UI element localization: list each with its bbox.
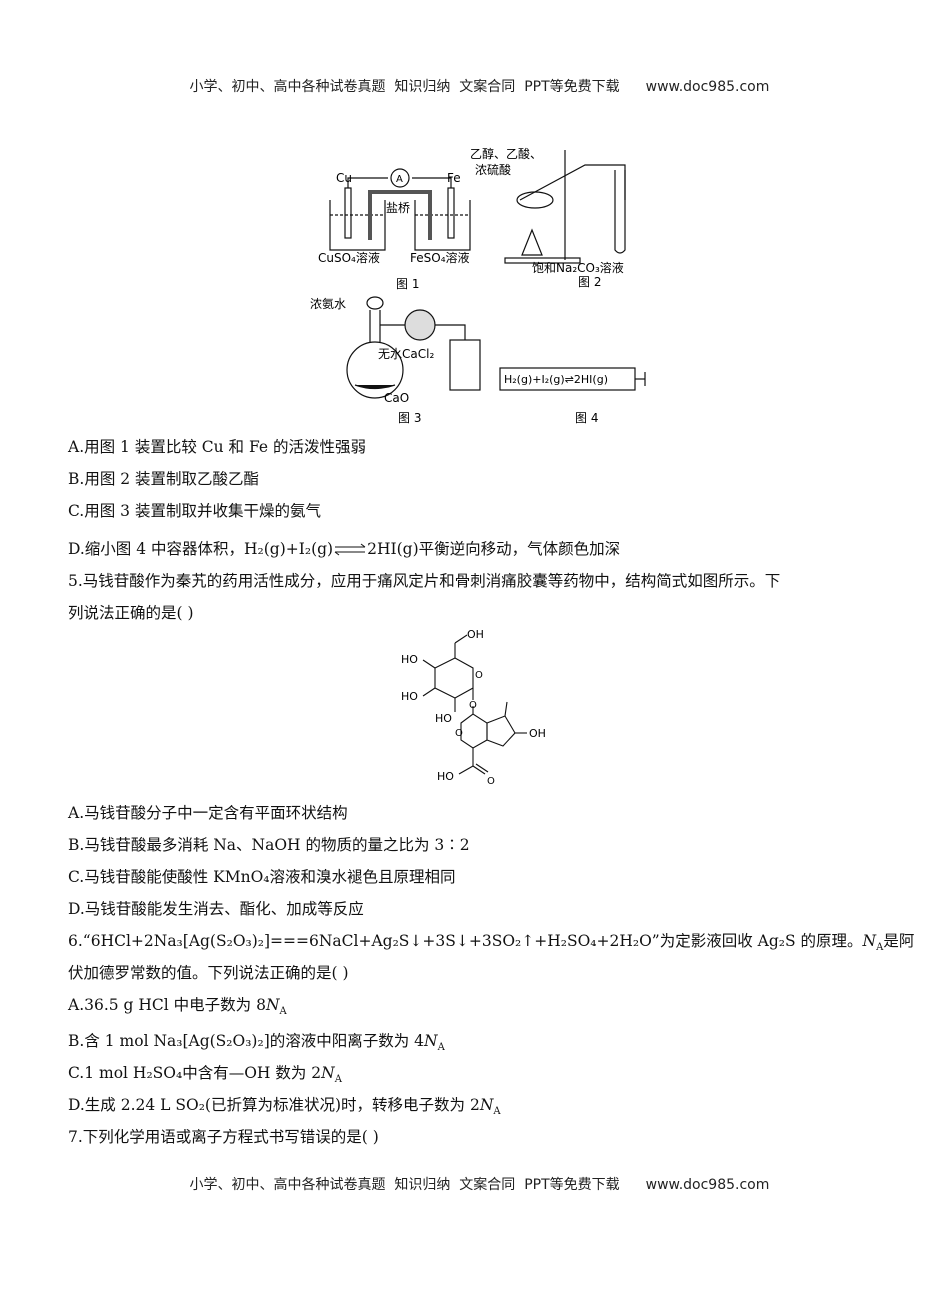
fig1-salt-bridge-label: 盐桥: [386, 201, 410, 215]
q6-b-text: B.含 1 mol Na₃[Ag(S₂O₃)₂]的溶液中阳离子数为 4: [68, 1032, 425, 1050]
dropping-funnel: [366, 296, 384, 310]
fig3-caption: 图 3: [398, 411, 421, 425]
round-flask: [346, 341, 404, 399]
equilibrium-arrow-icon: [334, 543, 366, 556]
reaction-tube: [516, 191, 554, 209]
fig1-right-solution: FeSO₄溶液: [410, 250, 470, 265]
cu-electrode: [344, 187, 352, 239]
pyran-ring: [460, 713, 488, 749]
na-subscript: A: [279, 1006, 287, 1018]
q6-na-sub: A: [876, 942, 884, 954]
na-subscript: A: [437, 1042, 445, 1054]
delivery-tube: [519, 164, 626, 201]
fig3-solid: CaO: [384, 391, 409, 405]
q6-option-b: B.含 1 mol Na₃[Ag(S₂O₃)₂]的溶液中阳离子数为 4NA: [68, 1030, 888, 1059]
struct-o-link: O: [469, 700, 477, 711]
page-header: 小学、初中、高中各种试卷真题 知识归纳 文案合同 PPT等免费下载 www.doc…: [0, 60, 950, 96]
figure-2: [504, 150, 626, 264]
struct-oh-top: OH: [467, 628, 484, 641]
fig2-receiver: 饱和Na₂CO₃溶液: [532, 260, 624, 275]
collection-bottle: [449, 339, 481, 391]
struct-o-carbonyl: O: [487, 776, 495, 787]
salt-bridge: [368, 190, 432, 240]
fig4-equation: H₂(g)+I₂(g)⇌2HI(g): [504, 373, 608, 386]
q4-option-c: C.用图 3 装置制取并收集干燥的氨气: [68, 502, 321, 520]
header-text: 小学、初中、高中各种试卷真题 知识归纳 文案合同 PPT等免费下载: [189, 79, 620, 95]
fe-electrode: [447, 187, 455, 239]
fig2-caption: 图 2: [578, 275, 601, 289]
fig3-drier: 无水CaCl₂: [378, 347, 434, 361]
q5-option-d: D.马钱苷酸能发生消去、酯化、加成等反应: [68, 900, 364, 918]
q6-option-d: D.生成 2.24 L SO₂(已折算为标准状况)时，转移电子数为 2NA: [68, 1094, 888, 1123]
na-symbol: N: [424, 1032, 438, 1050]
q4-d-post: 2HI(g)平衡逆向移动，气体颜色加深: [367, 540, 621, 558]
na-subscript: A: [334, 1074, 342, 1086]
figure-3: [346, 296, 481, 399]
fig1-left-solution: CuSO₄溶液: [318, 250, 380, 265]
na-symbol: N: [321, 1064, 335, 1082]
q7-stem: 7.下列化学用语或离子方程式书写错误的是( ): [68, 1128, 379, 1146]
q6-stem-2: 伏加德罗常数的值。下列说法正确的是( ): [68, 964, 349, 982]
q5-option-b: B.马钱苷酸最多消耗 Na、NaOH 的物质的量之比为 3∶2: [68, 836, 470, 854]
struct-ho-1: HO: [401, 653, 418, 666]
figure-4: [499, 367, 646, 391]
left-beaker: [329, 200, 386, 251]
footer-site: www.doc985.com: [645, 1177, 770, 1193]
q6-a-text: A.36.5 g HCl 中电子数为 8: [68, 996, 266, 1014]
struct-o-ring2: O: [455, 728, 463, 739]
footer-text: 小学、初中、高中各种试卷真题 知识归纳 文案合同 PPT等免费下载: [189, 1177, 620, 1193]
fig1-caption: 图 1: [396, 277, 419, 291]
fig1-ammeter-label: A: [396, 174, 403, 185]
q6-stem-1-pre: 6.“6HCl+2Na₃[Ag(S₂O₃)₂]===6NaCl+Ag₂S↓+3S…: [68, 932, 863, 950]
fig4-caption: 图 4: [575, 411, 598, 425]
q4-option-b: B.用图 2 装置制取乙酸乙酯: [68, 470, 260, 488]
sugar-ring: [434, 657, 474, 699]
q6-c-text: C.1 mol H₂SO₄中含有—OH 数为 2: [68, 1064, 322, 1082]
struct-ho-3: HO: [435, 712, 452, 725]
fig3-ammonia: 浓氨水: [310, 297, 346, 311]
header-site: www.doc985.com: [645, 79, 770, 95]
q5-option-c: C.马钱苷酸能使酸性 KMnO₄溶液和溴水褪色且原理相同: [68, 868, 456, 886]
struct-ho-acid: HO: [437, 770, 454, 783]
q6-stem-1: 6.“6HCl+2Na₃[Ag(S₂O₃)₂]===6NaCl+Ag₂S↓+3S…: [68, 930, 914, 959]
right-beaker: [414, 200, 471, 251]
na-subscript: A: [493, 1106, 501, 1118]
na-symbol: N: [265, 996, 280, 1014]
q5-option-a: A.马钱苷酸分子中一定含有平面环状结构: [68, 804, 348, 822]
q6-option-c: C.1 mol H₂SO₄中含有—OH 数为 2NA: [68, 1062, 888, 1091]
struct-oh-right: OH: [529, 727, 546, 740]
figure-1: [329, 168, 471, 251]
alcohol-lamp: [521, 228, 543, 256]
fig2-reagents-2: 浓硫酸: [475, 162, 511, 177]
fig1-cu-label: Cu: [336, 171, 352, 185]
na-symbol: N: [479, 1096, 494, 1114]
receiving-tube: [614, 170, 626, 254]
page-footer: 小学、初中、高中各种试卷真题 知识归纳 文案合同 PPT等免费下载 www.doc…: [0, 1158, 950, 1194]
q5-stem-2: 列说法正确的是( ): [68, 604, 194, 622]
struct-o-ring: O: [475, 670, 483, 681]
q6-d-text: D.生成 2.24 L SO₂(已折算为标准状况)时，转移电子数为 2: [68, 1096, 480, 1114]
drying-tube: [404, 309, 436, 341]
q4-option-a: A.用图 1 装置比较 Cu 和 Fe 的活泼性强弱: [68, 438, 366, 456]
q4-d-pre: D.缩小图 4 中容器体积，H₂(g)+I₂(g): [68, 540, 334, 558]
cyclopentane-ring: [486, 715, 516, 747]
apparatus-figures: Cu Fe A 盐桥 CuSO₄溶液 FeSO₄溶液 图 1 乙醇、乙酸、 浓硫…: [310, 146, 646, 425]
q5-stem-1: 5.马钱苷酸作为秦艽的药用活性成分，应用于痛风定片和骨刺消痛胶囊等药物中，结构简…: [68, 572, 781, 590]
fig1-fe-label: Fe: [447, 171, 461, 185]
q6-option-a: A.36.5 g HCl 中电子数为 8NA: [68, 994, 888, 1023]
q4-option-d: D.缩小图 4 中容器体积，H₂(g)+I₂(g) 2HI(g)平衡逆向移动，气体…: [68, 538, 888, 560]
ammeter-icon: [390, 168, 410, 188]
struct-ho-2: HO: [401, 690, 418, 703]
q6-stem-1-post: 是阿: [883, 932, 915, 950]
q6-na: N: [862, 932, 877, 950]
loganic-acid-structure: OH HO HO HO OH HO O O O O: [401, 628, 546, 787]
fig2-reagents-1: 乙醇、乙酸、: [470, 146, 542, 161]
